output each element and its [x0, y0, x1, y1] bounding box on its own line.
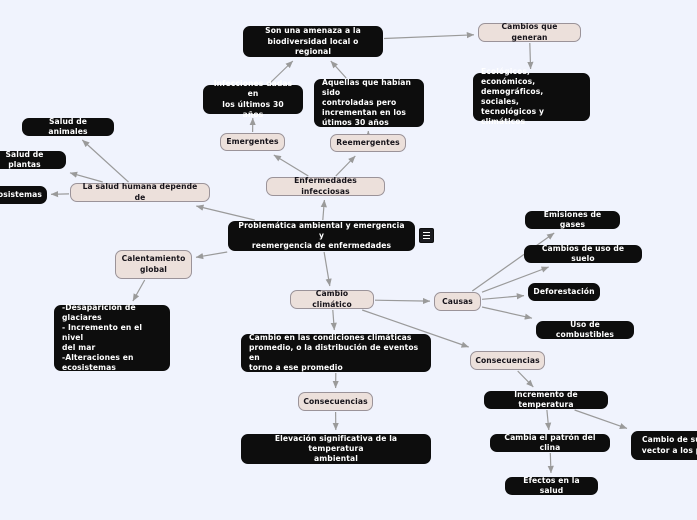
mindmap-node-glaciares[interactable]: -Desaparición de glaciares - Incremento …	[54, 302, 170, 373]
mindmap-node-label: Cambia el patrón del clina	[504, 432, 596, 452]
mindmap-node-calentamiento[interactable]: Calentamiento global	[115, 250, 192, 279]
mindmap-node-label: Consecuencias	[303, 396, 368, 406]
mindmap-node-susceptibilidad[interactable]: Cambio de susc vector a los pat	[631, 431, 697, 460]
mindmap-edge	[196, 204, 255, 221]
mindmap-edge	[547, 452, 554, 474]
mindmap-node-label: -Desaparición de glaciares - Incremento …	[62, 302, 143, 373]
mindmap-node-label: Consecuencias	[475, 355, 540, 365]
mindmap-edge	[320, 199, 327, 221]
mindmap-node-reemergentes[interactable]: Reemergentes	[330, 134, 406, 152]
mindmap-node-label: La salud humana depende de	[82, 182, 198, 202]
mindmap-edge	[81, 139, 129, 183]
mindmap-node-label: Elevación significativa de la temperatur…	[274, 433, 398, 464]
mindmap-node-consecuencias_der[interactable]: Consecuencias	[470, 351, 545, 370]
mindmap-node-label: Salud de animales	[48, 116, 88, 136]
mindmap-node-elevacion[interactable]: Elevación significativa de la temperatur…	[241, 434, 431, 464]
mindmap-node-aquellas[interactable]: Aquellas que habían sido controladas per…	[314, 77, 424, 128]
mindmap-node-label: Salud de plantas	[5, 149, 44, 169]
mindmap-edge	[330, 60, 347, 79]
mindmap-edge	[383, 31, 475, 40]
mindmap-edge	[374, 297, 431, 305]
mindmap-node-consecuencias_centro[interactable]: Consecuencias	[298, 392, 373, 411]
mindmap-node-label: Problemática ambiental y emergencia y re…	[238, 220, 405, 251]
mindmap-node-label: Cambio climático	[312, 289, 352, 309]
mindmap-node-label: Reemergentes	[336, 138, 400, 147]
mindmap-node-label: Cambio en las condiciones climáticas pro…	[249, 332, 419, 373]
mindmap-node-ecologicos[interactable]: Ecológicos, económicos, demográficos, so…	[473, 67, 590, 126]
mindmap-node-label: Enfermedades infecciosas	[294, 176, 357, 196]
mindmap-node-combustibles[interactable]: Uso de combustibles	[536, 319, 634, 339]
mindmap-node-label: Cambio de susc vector a los pat	[641, 435, 697, 455]
mindmap-node-label: Causas	[442, 296, 473, 306]
mindmap-edge	[323, 251, 332, 287]
mindmap-node-label: Son una amenaza a la biodiversidad local…	[265, 26, 361, 56]
mindmap-node-label: Cambios que generan	[501, 22, 558, 42]
mindmap-edge	[132, 279, 146, 302]
mindmap-edge	[195, 251, 228, 260]
mindmap-node-label: Efectos en la salud	[523, 475, 580, 495]
mindmap-edge	[69, 171, 103, 183]
mindmap-node-cambio_cond[interactable]: Cambio en las condiciones climáticas pro…	[241, 332, 431, 373]
mindmap-node-efectos_salud[interactable]: Efectos en la salud	[505, 475, 598, 495]
mindmap-node-label: Uso de combustibles	[555, 319, 615, 339]
mindmap-edge	[545, 409, 552, 431]
mindmap-node-salud_animales[interactable]: Salud de animales	[22, 116, 114, 136]
hamburger-menu-icon[interactable]	[419, 228, 434, 243]
mindmap-node-infecciones30[interactable]: Infecciones dadas en los últimos 30 años	[203, 79, 303, 119]
mindmap-node-causas[interactable]: Causas	[434, 292, 481, 311]
mindmap-node-emisiones[interactable]: Emisiones de gases	[525, 209, 620, 229]
mindmap-node-label: Calentamiento global	[121, 254, 186, 274]
mindmap-node-amenaza[interactable]: Son una amenaza a la biodiversidad local…	[243, 26, 383, 57]
mindmap-node-deforestacion[interactable]: Deforestación	[528, 283, 600, 301]
mindmap-node-emergentes[interactable]: Emergentes	[220, 133, 285, 151]
mindmap-node-enfermedades[interactable]: Enfermedades infecciosas	[266, 176, 385, 196]
mindmap-node-incremento_temp[interactable]: Incremento de temperatura	[484, 389, 608, 409]
mindmap-node-label: Ecosistemas	[0, 190, 42, 199]
mindmap-node-salud_humana[interactable]: La salud humana depende de	[70, 182, 210, 202]
mindmap-edge	[330, 309, 337, 331]
mindmap-node-label: Ecológicos, económicos, demográficos, so…	[481, 66, 544, 127]
mindmap-node-salud_plantas[interactable]: Salud de plantas	[0, 149, 66, 169]
mindmap-edge	[335, 155, 356, 177]
mindmap-node-cambio_climatico[interactable]: Cambio climático	[290, 289, 374, 309]
mindmap-edge	[481, 293, 525, 300]
mindmap-node-label: Cambios de uso de suelo	[541, 243, 625, 263]
mindmap-node-patron_clima[interactable]: Cambia el patrón del clina	[490, 432, 610, 452]
mindmap-edge	[574, 409, 628, 429]
mindmap-node-uso_suelo[interactable]: Cambios de uso de suelo	[524, 243, 642, 263]
mindmap-node-label: Aquellas que habían sido controladas per…	[322, 77, 411, 128]
mindmap-node-cambios_generan[interactable]: Cambios que generan	[478, 22, 581, 42]
mindmap-edge	[517, 370, 534, 388]
mindmap-node-label: Deforestación	[533, 287, 595, 296]
mindmap-node-label: Infecciones dadas en los últimos 30 años	[213, 79, 293, 119]
mindmap-node-label: Emergentes	[226, 137, 279, 146]
mindmap-node-label: Incremento de temperatura	[514, 389, 578, 409]
mindmap-edge	[481, 306, 533, 320]
mindmap-edge	[273, 154, 309, 177]
mindmap-edge	[527, 42, 534, 70]
mindmap-node-label: Emisiones de gases	[543, 209, 602, 229]
mindmap-node-ecosistemas[interactable]: Ecosistemas	[0, 186, 47, 204]
mindmap-node-central[interactable]: Problemática ambiental y emergencia y re…	[228, 221, 415, 251]
